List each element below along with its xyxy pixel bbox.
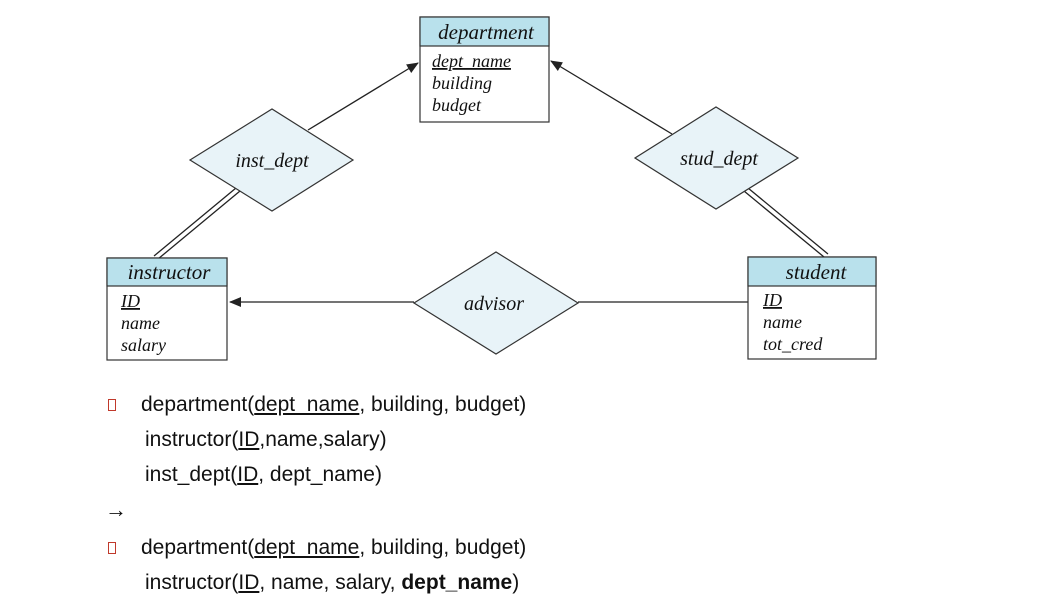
right-arrow-icon: → (105, 497, 127, 522)
bullet-icon (108, 399, 116, 411)
student-entity-title: student (786, 260, 848, 284)
stud-dept-to-department-arrow (550, 60, 673, 135)
inst-dept-to-instructor-double-line-b (157, 190, 241, 260)
instructor-entity-title: instructor (128, 260, 212, 284)
instructor-attr-name: name (121, 313, 160, 333)
department-entity-title: department (438, 20, 535, 44)
stud-dept-relationship: stud_dept (633, 106, 800, 210)
schema-department-line-1: department(dept_name, building, budget) (141, 393, 527, 416)
er-diagram: department dept_name building budget ins… (106, 16, 877, 361)
department-attr-budget: budget (432, 95, 482, 115)
inst-dept-relationship: inst_dept (188, 108, 355, 212)
department-entity: department dept_name building budget (419, 16, 550, 123)
instructor-attr-id: ID (120, 291, 140, 311)
schema-department-line-2: department(dept_name, building, budget) (141, 536, 527, 559)
student-attr-tot-cred: tot_cred (763, 334, 823, 354)
bullet-icon (108, 542, 116, 554)
schema-inst-dept-line: inst_dept(ID, dept_name) (145, 463, 382, 486)
stud-dept-label: stud_dept (680, 148, 758, 170)
inst-dept-to-instructor-double-line-a (153, 187, 237, 257)
advisor-label: advisor (464, 293, 524, 315)
student-attr-id: ID (762, 290, 782, 310)
student-entity: student ID name tot_cred (747, 256, 877, 360)
department-attr-building: building (432, 73, 492, 93)
department-attr-dept-name: dept_name (432, 51, 511, 71)
stud-dept-to-student-double-line-b (747, 187, 829, 255)
student-attr-name: name (763, 312, 802, 332)
stud-dept-to-student-double-line-a (743, 190, 825, 258)
inst-dept-to-department-arrow (307, 62, 419, 131)
instructor-attr-salary: salary (121, 335, 166, 355)
instructor-entity: instructor ID name salary (106, 257, 228, 361)
advisor-relationship: advisor (412, 251, 580, 355)
schema-instructor-line-2: instructor(ID, name, salary, dept_name) (145, 571, 520, 594)
inst-dept-label: inst_dept (235, 150, 309, 172)
schema-instructor-line-1: instructor(ID,name,salary) (145, 428, 387, 451)
